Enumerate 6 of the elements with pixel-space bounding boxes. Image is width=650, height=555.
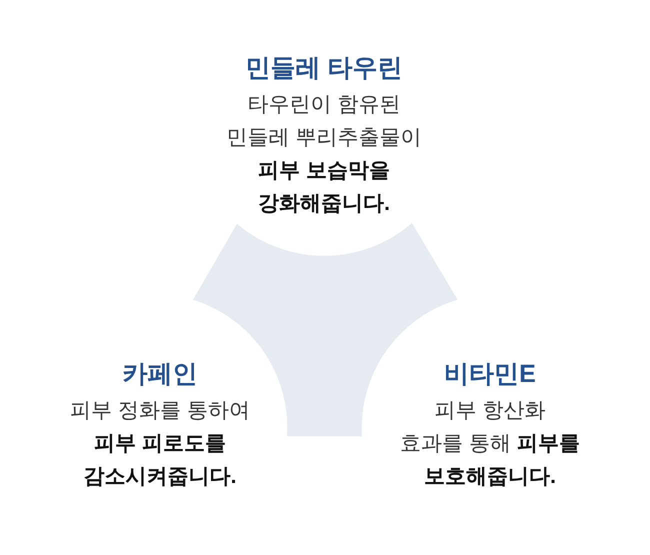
description-text: 피부 정화를 통하여 피부 피로도를 감소시켜줍니다. — [70, 398, 250, 490]
description-text: 타우린이 함유된 민들레 뿌리추출물이 피부 보습막을 강화해줍니다. — [226, 92, 422, 217]
heading: 비타민E — [444, 359, 536, 389]
description-text: 피부 항산화 효과를 통해 피부를 보호해줍니다. — [400, 398, 580, 490]
heading: 카페인 — [122, 359, 198, 389]
heading: 민들레 타우린 — [246, 53, 402, 83]
